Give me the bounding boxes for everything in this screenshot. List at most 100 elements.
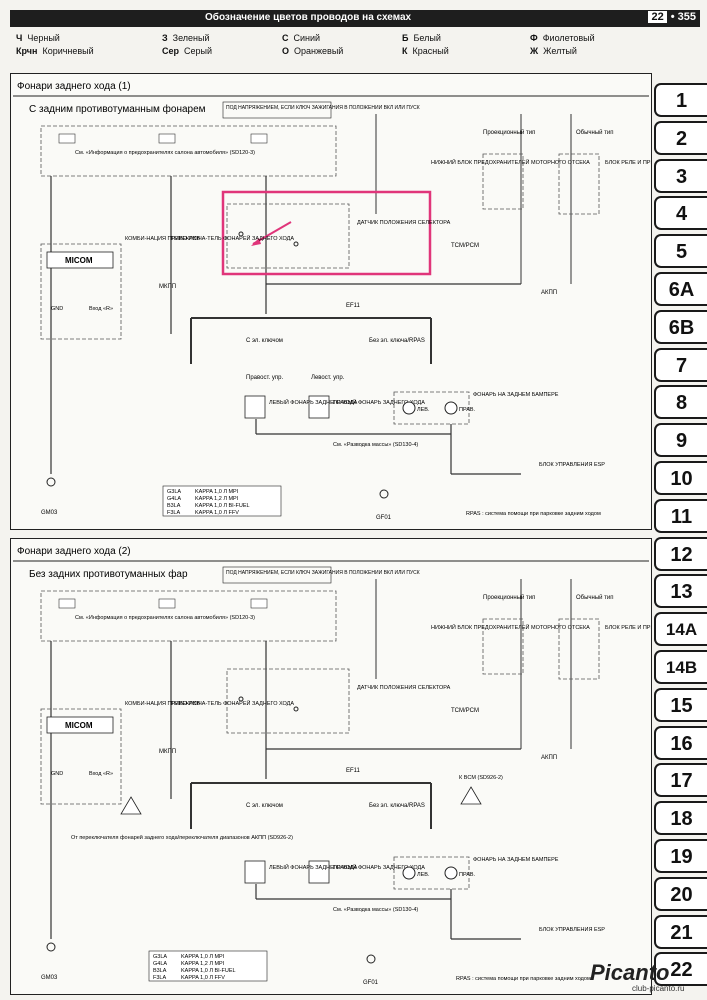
lev-label: ЛЕВ. xyxy=(417,407,430,413)
chapter-tab[interactable]: 20 xyxy=(654,876,707,911)
bumper-lamp-box xyxy=(393,856,470,890)
right-lamp-label: ПРАВЫЙ ФОНАРЬ ЗАДНЕГО ХОДА xyxy=(333,863,425,871)
chapter-tab[interactable]: 16 xyxy=(654,725,707,760)
page-number: 22• 355 xyxy=(648,11,696,23)
model-code: F3LA xyxy=(153,975,166,981)
chapter-tab[interactable]: 13 xyxy=(654,574,707,609)
model-desc: KAPPA 1,0 Л MPI xyxy=(195,489,239,495)
chapter-tab[interactable]: 15 xyxy=(654,687,707,722)
chapter-tab[interactable]: 10 xyxy=(654,461,707,495)
power-note: ПОД НАПРЯЖЕНИЕМ, ЕСЛИ КЛЮЧ ЗАЖИГАНИЯ В П… xyxy=(226,105,420,111)
control-block-label: БЛОК УПРАВЛЕНИЯ ESP xyxy=(539,927,605,933)
mkpp-label: МКПП xyxy=(159,284,176,290)
chapter-tab[interactable]: 6B xyxy=(654,309,707,344)
selector-switch-box xyxy=(226,203,350,269)
chapter-tab[interactable]: 14B xyxy=(654,650,707,684)
ef11-label: EF11 xyxy=(346,303,361,309)
legend-item: Ж Желтый xyxy=(530,46,577,56)
vhod-r-label: Вход «R» xyxy=(89,771,113,777)
legend-item: Ф Фиолетовый xyxy=(530,33,595,43)
model-desc: KAPPA 1,2 Л MPI xyxy=(181,961,225,967)
right-lamp-icon xyxy=(308,395,330,419)
right-lamp-label: ПРАВЫЙ ФОНАРЬ ЗАДНЕГО ХОДА xyxy=(333,398,425,406)
akpp-label: АКПП xyxy=(541,755,557,761)
chapter-tab[interactable]: 5 xyxy=(654,234,707,269)
fuse-icon xyxy=(158,133,176,144)
vhod-r-label: Вход «R» xyxy=(89,306,113,312)
akpp-label: АКПП xyxy=(541,290,557,296)
brand-watermark: Picanto club-picanto.ru xyxy=(560,960,700,996)
model-desc: KAPPA 1,0 Л FFV xyxy=(195,510,239,516)
chapter-tab[interactable]: 22 xyxy=(654,952,707,987)
models-table xyxy=(162,485,282,517)
legend-item: Б Белый xyxy=(402,33,441,43)
chapter-tab[interactable]: 2 xyxy=(654,120,707,155)
model-desc: KAPPA 1,0 Л BI-FUEL xyxy=(181,968,236,974)
rpas-note: RPAS : система помощи при парковке задни… xyxy=(456,976,591,982)
fuse-info: См. «Информация о предохранителях салона… xyxy=(75,615,255,621)
lower-block-label: НИЖНИЙ БЛОК ПРЕДОХРАНИТЕЛЕЙ МОТОРНОГО ОТ… xyxy=(431,158,590,166)
chapter-tab[interactable]: 17 xyxy=(654,763,707,798)
brand-site: club-picanto.ru xyxy=(632,984,685,993)
legend-item: О Оранжевый xyxy=(282,46,344,56)
without-key-label: Без эл. ключа/RPAS xyxy=(369,338,425,344)
without-key-label: Без эл. ключа/RPAS xyxy=(369,803,425,809)
highlight-frame xyxy=(221,190,432,276)
right-lamp-icon xyxy=(308,860,330,884)
combi-meter-box xyxy=(40,708,122,805)
color-legend: Ч Черный З Зеленый С Синий Б Белый Ф Фио… xyxy=(10,31,700,59)
chapter-tab[interactable]: 14A xyxy=(654,612,707,647)
chapter-tab[interactable]: 9 xyxy=(654,423,707,458)
chapter-tab[interactable]: 1 xyxy=(654,83,707,117)
ground-gf01: GF01 xyxy=(376,515,392,521)
normal-label: Обычный тип xyxy=(576,129,614,136)
chapter-tab[interactable]: 18 xyxy=(654,801,707,836)
power-note: ПОД НАПРЯЖЕНИЕМ, ЕСЛИ КЛЮЧ ЗАЖИГАНИЯ В П… xyxy=(226,570,420,576)
ground-gf01: GF01 xyxy=(363,980,379,986)
chapter-tab[interactable]: 11 xyxy=(654,498,707,533)
relay-block xyxy=(558,153,600,215)
chapter-tab[interactable]: 3 xyxy=(654,158,707,193)
control-block-label: БЛОК УПРАВЛЕНИЯ ESP xyxy=(539,462,605,468)
chapter-tab[interactable]: 12 xyxy=(654,536,707,571)
connector-arrow-icon xyxy=(460,786,482,805)
projection-label: Проекционный тип xyxy=(483,129,535,136)
bumper-lamp-label: ФОНАРЬ НА ЗАДНЕМ БАМПЕРЕ xyxy=(473,857,559,863)
fuse-info: См. «Информация о предохранителях салона… xyxy=(75,150,255,156)
prav-label: ПРАВ. xyxy=(459,407,476,413)
with-key-label: С эл. ключом xyxy=(246,803,283,809)
switch-label: ПЕРЕКЛЮЧА-ТЕЛЬ ФОНАРЕЙ ЗАДНЕГО ХОДА xyxy=(171,699,294,707)
fuse-icon xyxy=(58,598,76,609)
legend-item: С Синий xyxy=(282,33,321,43)
chapter-tab[interactable]: 19 xyxy=(654,839,707,873)
brand-name: Picanto xyxy=(590,960,670,985)
chapter-tab[interactable]: 6A xyxy=(654,272,707,306)
model-code: B3LA xyxy=(167,503,181,509)
fuse-box-interior xyxy=(40,125,337,177)
panel-title: Фонари заднего хода (1) xyxy=(17,81,131,92)
chapter-tab[interactable]: 4 xyxy=(654,196,707,231)
fuse-box-interior xyxy=(40,590,337,642)
model-desc: KAPPA 1,0 Л MPI xyxy=(181,954,225,960)
projection-label: Проекционный тип xyxy=(483,594,535,601)
lower-fuse-block xyxy=(482,618,524,675)
diagram-panel-2: Фонари заднего хода (2) Без задних проти… xyxy=(10,538,652,995)
with-key-label: С эл. ключом xyxy=(246,338,283,344)
fuse-icon xyxy=(158,598,176,609)
chapter-tab[interactable]: 7 xyxy=(654,347,707,382)
lower-fuse-block xyxy=(482,153,524,210)
chapter-tab[interactable]: 21 xyxy=(654,914,707,949)
bumper-lamp-right-icon xyxy=(444,866,458,880)
left-lamp-label: ЛЕВЫЙ ФОНАРЬ ЗАДНЕГО ХОДА xyxy=(269,863,358,871)
models-table xyxy=(148,950,268,982)
chapter-tab[interactable]: 8 xyxy=(654,385,707,420)
model-code: B3LA xyxy=(153,968,167,974)
lower-block-label: НИЖНИЙ БЛОК ПРЕДОХРАНИТЕЛЕЙ МОТОРНОГО ОТ… xyxy=(431,623,590,631)
legend-item: Ч Черный xyxy=(16,33,60,43)
gnd-label: GND xyxy=(51,306,63,312)
relay-block-label: БЛОК РЕЛЕ И ПРЕДОХРАНИТЕЛЕЙ НА ПЕЧАТНОЙ … xyxy=(605,623,651,631)
left-lamp-icon xyxy=(244,395,266,419)
wiring-diagram-1: Фонари заднего хода (1) С задним противо… xyxy=(13,81,651,521)
combi-label: КОМБИ-НАЦИЯ ПРИБО-РОВ xyxy=(125,236,201,242)
micom-block xyxy=(46,716,114,734)
